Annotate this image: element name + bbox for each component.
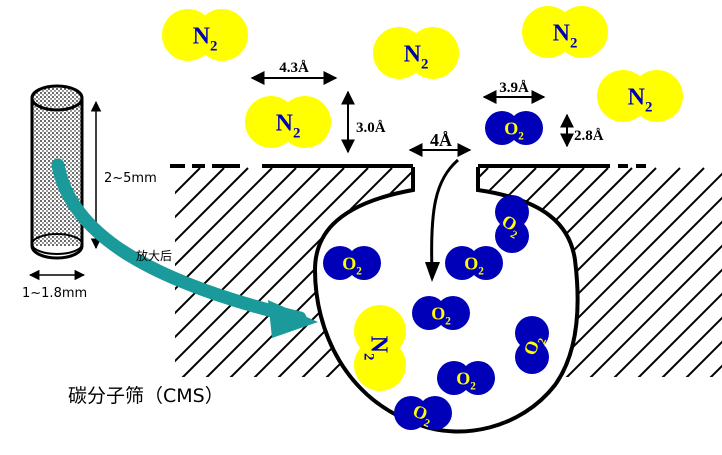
o2-atom <box>485 111 519 145</box>
n2-atom <box>407 27 459 79</box>
o2-label: O2 <box>342 253 362 277</box>
o2-atom <box>469 246 503 280</box>
magnify-label: 放大后 <box>136 248 172 263</box>
o2-atom <box>515 316 549 350</box>
magnify-arrowhead-icon <box>268 300 318 338</box>
n2-atom <box>556 6 608 58</box>
o2-molecule: O2 <box>445 246 503 280</box>
diffusion-arrowhead-icon <box>425 262 440 282</box>
n2-molecule: N2 <box>373 27 459 79</box>
n2-molecule: N2 <box>597 70 683 122</box>
o2-label: O2 <box>409 401 436 431</box>
n2-molecule: N2 <box>354 305 406 391</box>
n2-molecule: N2 <box>522 6 608 58</box>
o2-label: O2 <box>496 211 526 242</box>
n2-label: N2 <box>628 84 653 115</box>
magnify-arrow-icon <box>51 158 307 325</box>
o2-atom <box>445 246 479 280</box>
o2-label: O2 <box>520 332 550 359</box>
n2-label: N2 <box>553 20 578 51</box>
n2-width-label: 4.3Å <box>279 60 309 76</box>
n2-atom <box>279 96 331 148</box>
o2-molecule: O2 <box>437 361 495 395</box>
diffusion-arrow-icon <box>430 158 459 273</box>
o2-atom <box>437 361 471 395</box>
o2-atom <box>347 246 381 280</box>
o2-label: O2 <box>504 118 524 142</box>
o2-molecule: O2 <box>485 111 543 145</box>
o2-width-label: 3.9Å <box>499 80 529 96</box>
o2-molecule: O2 <box>515 316 549 374</box>
o2-molecule: O2 <box>323 246 381 280</box>
n2-label: N2 <box>360 336 391 361</box>
n2-molecule: N2 <box>245 96 331 148</box>
n2-molecule: N2 <box>162 9 248 61</box>
o2-atom <box>495 219 529 253</box>
o2-molecule: O2 <box>394 396 452 430</box>
n2-label: N2 <box>404 41 429 72</box>
n2-atom <box>354 339 406 391</box>
o2-molecule: O2 <box>412 296 470 330</box>
o2-molecule: O2 <box>495 195 529 253</box>
o2-atom <box>515 340 549 374</box>
o2-atom <box>394 396 428 430</box>
o2-atom <box>436 296 470 330</box>
o2-atom <box>412 296 446 330</box>
n2-atom <box>631 70 683 122</box>
n2-height-label: 3.0Å <box>356 120 386 136</box>
o2-atom <box>509 111 543 145</box>
length-label: 2~5mm <box>104 171 157 186</box>
o2-label: O2 <box>464 253 484 277</box>
caption: 碳分子筛（CMS） <box>68 385 224 407</box>
o2-height-label: 2.8Å <box>574 128 604 144</box>
diameter-label: 1~1.8mm <box>22 286 87 301</box>
pore-outline <box>312 167 580 434</box>
o2-label: O2 <box>456 368 476 392</box>
n2-label: N2 <box>276 110 301 141</box>
o2-atom <box>418 396 452 430</box>
n2-label: N2 <box>193 23 218 54</box>
n2-atom <box>196 9 248 61</box>
o2-atom <box>323 246 357 280</box>
o2-atom <box>495 195 529 229</box>
o2-label: O2 <box>431 303 451 327</box>
pore-width-label: 4Å <box>430 130 452 150</box>
o2-atom <box>461 361 495 395</box>
